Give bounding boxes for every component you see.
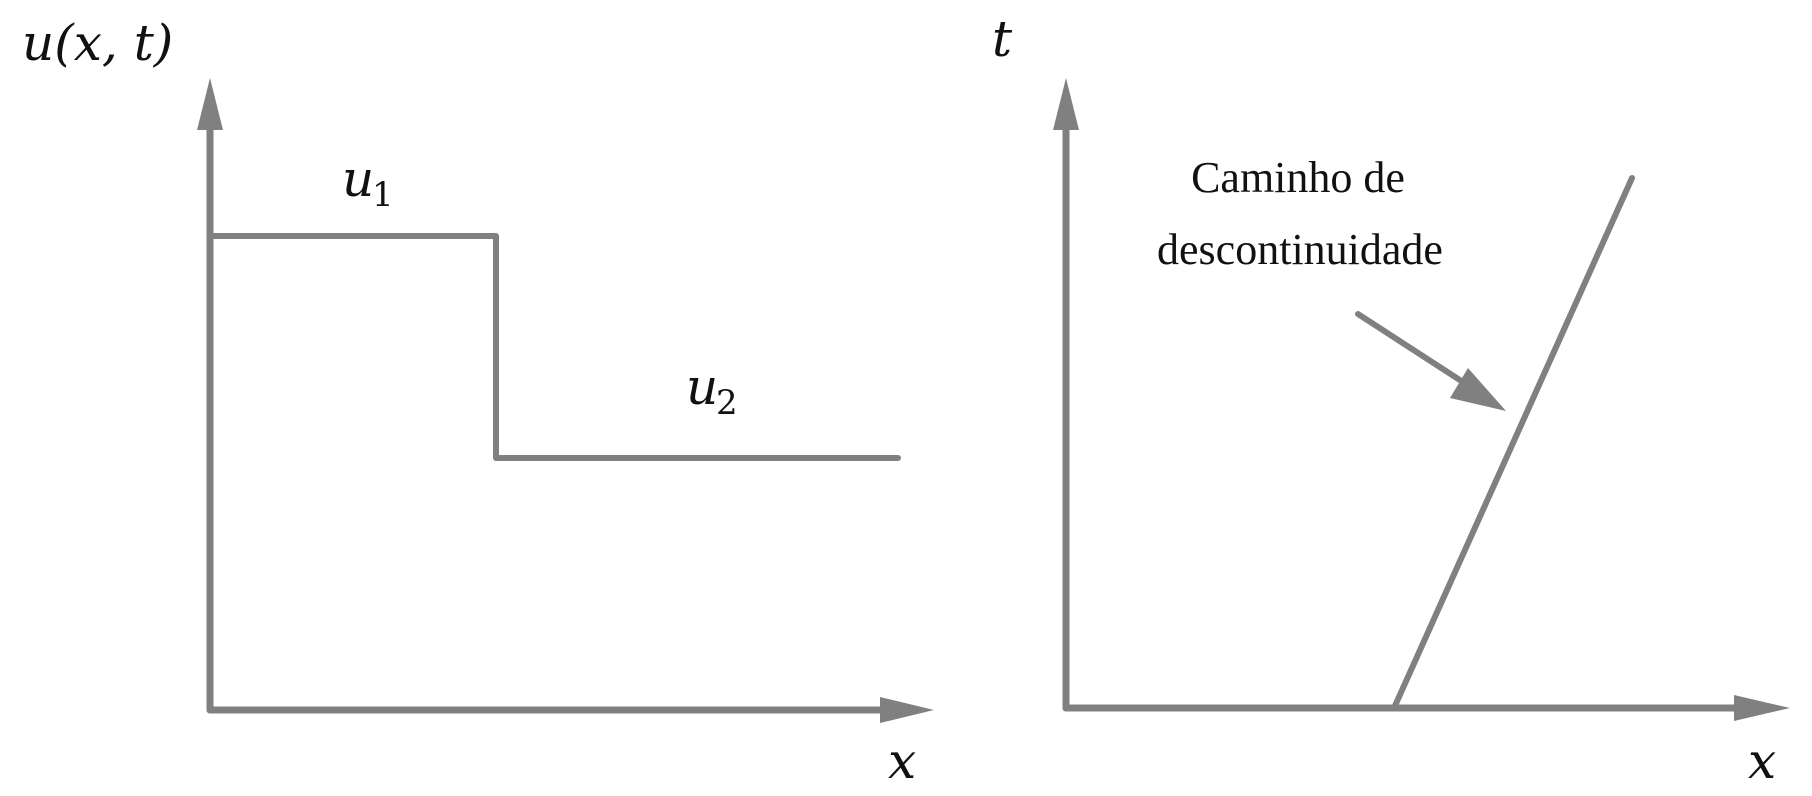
shock-path-line: [1391, 175, 1635, 711]
right-x-axis-arrowhead: [1734, 695, 1790, 721]
annotation-line-2: descontinuidade: [1157, 225, 1443, 274]
left-x-axis-label: x: [888, 732, 916, 790]
state-label-u1: u 1: [342, 150, 394, 215]
left-y-axis-label: u(x, t): [22, 14, 173, 72]
state-label-u2-index: 2: [716, 383, 738, 423]
left-panel: u(x, t) x u 1 u 2: [22, 14, 934, 790]
left-x-axis-arrowhead: [880, 697, 934, 723]
state-label-u1-symbol: u: [342, 150, 374, 208]
annotation-arrow-head: [1450, 368, 1506, 411]
annotation-arrow-shaft: [1355, 311, 1469, 387]
state-label-u2: u 2: [686, 358, 738, 423]
left-y-axis-arrowhead: [197, 78, 223, 130]
right-x-axis-label: x: [1748, 732, 1776, 790]
right-panel: t x Caminho de descontinuidade: [992, 10, 1790, 790]
right-t-axis-label: t: [992, 10, 1013, 68]
right-t-axis-arrowhead: [1053, 78, 1079, 130]
state-label-u2-symbol: u: [686, 358, 718, 416]
annotation-line-1: Caminho de: [1191, 153, 1405, 202]
state-label-u1-index: 1: [372, 175, 394, 215]
step-profile-curve: [207, 233, 901, 461]
